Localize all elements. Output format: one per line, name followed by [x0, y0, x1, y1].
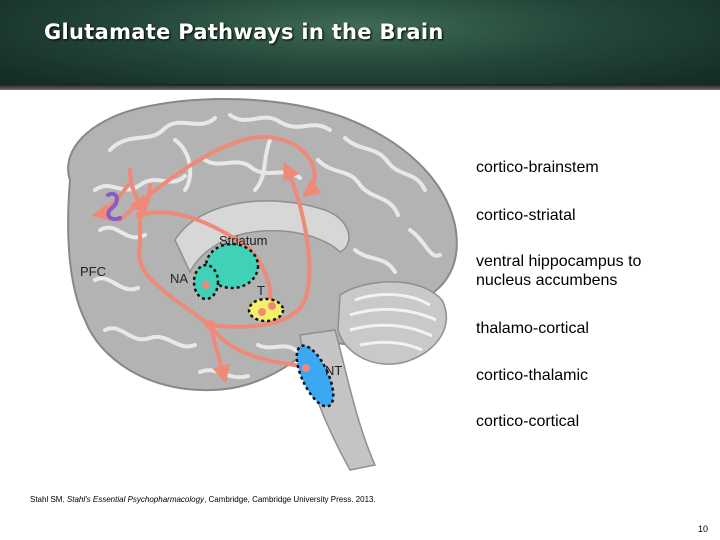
title-bar: Glutamate Pathways in the Brain — [0, 0, 720, 90]
cerebellum — [337, 281, 448, 365]
striatum-region — [204, 242, 260, 290]
pathway-ventral-hippocampus: ventral hippocampus to nucleus accumbens — [476, 253, 642, 289]
brainstem-nucleus-region — [295, 344, 335, 408]
thalamus-region — [247, 297, 285, 323]
citation: Stahl SM. Stahl's Essential Psychopharma… — [30, 495, 376, 504]
pathway-endpoint-dots — [136, 211, 310, 372]
neuron-purple-icon — [106, 191, 122, 221]
cortex-gyri — [93, 113, 442, 380]
citation-book: Stahl's Essential Psychopharmacology — [66, 495, 205, 504]
pfc-label: PFC — [80, 264, 106, 279]
pathway-thalamo-cortical: thalamo-cortical — [476, 320, 589, 337]
brain-diagram — [67, 98, 458, 471]
na-label: NA — [170, 271, 189, 286]
pathway-cortico-striatal: cortico-striatal — [476, 207, 576, 224]
striatum-label: Striatum — [219, 233, 268, 248]
page-number: 10 — [697, 524, 708, 534]
slide-title: Glutamate Pathways in the Brain — [44, 20, 444, 44]
citation-publisher: , Cambridge, Cambridge University Press.… — [204, 495, 376, 504]
nt-label: NT — [325, 363, 343, 378]
pathway-cortico-cortical: cortico-cortical — [476, 413, 580, 430]
pathway-cortico-thalamic: cortico-thalamic — [476, 367, 589, 384]
pathway-cortico-brainstem: cortico-brainstem — [476, 159, 599, 176]
citation-author: Stahl SM. — [30, 495, 67, 504]
thalamus-label: T — [257, 283, 265, 298]
corpus-callosum — [174, 200, 350, 274]
